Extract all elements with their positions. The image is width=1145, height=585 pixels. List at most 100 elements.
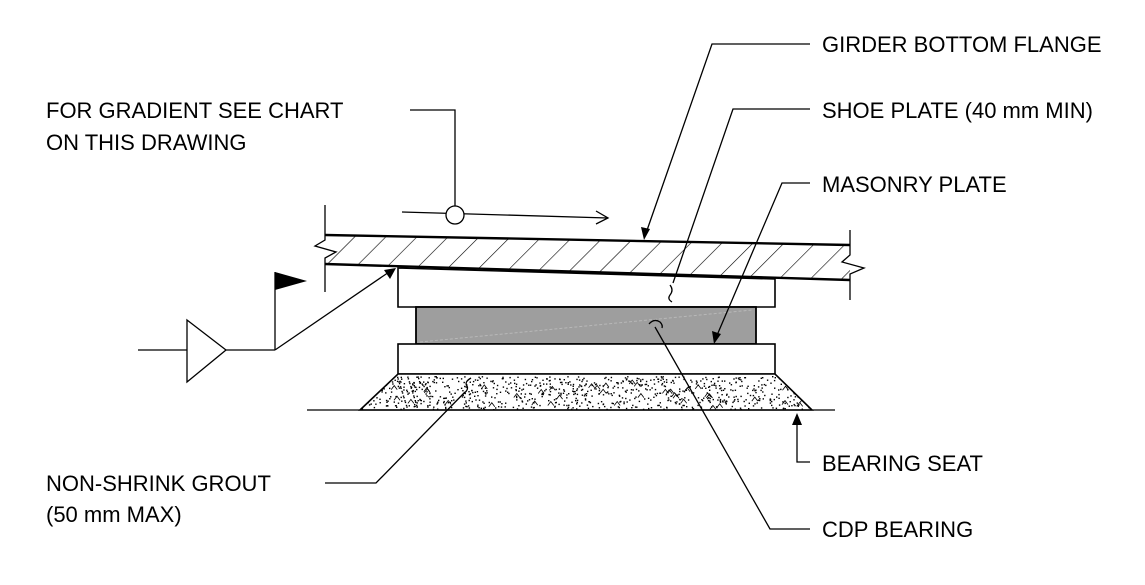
- grout-stipple-dot: [474, 391, 476, 393]
- grout-stipple-dot: [662, 378, 664, 380]
- gradient-circle-symbol: [445, 205, 465, 225]
- grout-stipple-dot: [657, 381, 660, 383]
- leader-shoe-plate: [672, 108, 810, 284]
- grout-stipple-dot: [444, 404, 446, 406]
- grout-stipple-dot: [761, 387, 763, 389]
- grout-stipple-dot: [416, 376, 418, 378]
- grout-stipple-dot: [389, 377, 392, 380]
- grout-stipple-dot: [426, 395, 428, 397]
- grout-stipple-dot: [575, 399, 577, 402]
- grout-stipple-dot: [801, 408, 803, 410]
- grout-stipple-dot: [474, 379, 477, 381]
- grout-stipple-dot: [703, 385, 706, 387]
- grout-stipple-dot: [804, 381, 806, 383]
- grout-stipple-dot: [399, 380, 401, 383]
- grout-stipple-dot: [391, 381, 394, 383]
- grout-stipple-dot: [483, 408, 486, 410]
- grout-stipple-dot: [703, 397, 705, 399]
- grout-stipple-dot: [467, 405, 470, 407]
- grout-stipple-dot: [480, 407, 482, 409]
- grout-stipple-dot: [398, 387, 401, 389]
- grout-stipple-dot: [480, 384, 482, 387]
- grout-stipple-dot: [653, 396, 655, 398]
- grout-stipple-dot: [413, 382, 415, 384]
- grout-stipple-dot: [765, 384, 767, 387]
- grout-stipple-dot: [436, 402, 439, 404]
- grout-stipple-dot: [460, 387, 463, 389]
- grout-stipple-dot: [574, 390, 576, 393]
- grout-stipple-dot: [666, 381, 668, 383]
- grout-stipple-dot: [452, 396, 454, 398]
- grout-stipple-dot: [456, 377, 459, 379]
- grout-stipple-dot: [420, 376, 422, 378]
- grout-stipple-dot: [679, 390, 681, 393]
- grout-stipple-dot: [640, 380, 642, 383]
- grout-stipple-dot: [530, 393, 532, 395]
- grout-stipple-dot: [482, 407, 485, 410]
- grout-stipple-dot: [709, 389, 711, 391]
- grout-stipple-dot: [486, 392, 488, 394]
- grout-stipple-dot: [797, 384, 800, 386]
- grout-stipple-dot: [697, 404, 699, 407]
- grout-stipple-dot: [586, 380, 588, 382]
- grout-stipple-dot: [787, 396, 789, 399]
- grout-stipple-dot: [587, 407, 590, 409]
- grout-stipple-dot: [722, 389, 725, 391]
- grout-stipple-dot: [645, 380, 648, 383]
- grout-stipple-dot: [367, 385, 370, 388]
- grout-stipple-dot: [594, 383, 597, 386]
- grout-stipple-dot: [718, 385, 721, 387]
- grout-stipple-dot: [451, 378, 454, 380]
- grout-stipple-dot: [667, 397, 670, 399]
- grout-stipple-dot: [593, 382, 596, 384]
- grout-stipple-dot: [660, 379, 662, 381]
- grout-stipple-dot: [618, 395, 621, 397]
- grout-stipple-dot: [385, 384, 388, 386]
- grout-stipple-dot: [760, 389, 762, 392]
- grout-stipple-dot: [429, 392, 431, 395]
- grout-stipple-dot: [377, 377, 379, 379]
- grout-stipple-dot: [569, 381, 571, 383]
- grout-stipple-dot: [706, 378, 708, 381]
- grout-stipple-dot: [471, 400, 473, 403]
- grout-stipple-dot: [658, 404, 660, 407]
- grout-stipple-dot: [519, 397, 521, 399]
- grout-stipple-dot: [718, 396, 720, 399]
- grout-stipple-dot: [542, 393, 544, 396]
- grout-stipple-dot: [584, 393, 586, 395]
- grout-stipple-dot: [362, 390, 364, 392]
- grout-stipple-dot: [744, 377, 746, 379]
- grout-stipple-dot: [408, 392, 410, 394]
- grout-stipple-dot: [782, 408, 785, 410]
- grout-stipple-dot: [374, 383, 376, 385]
- grout-stipple-dot: [644, 383, 646, 386]
- grout-stipple-dot: [461, 396, 464, 398]
- grout-stipple-dot: [504, 406, 506, 408]
- leader-masonry-plate: [714, 182, 810, 341]
- grout-stipple-dot: [406, 389, 408, 391]
- grout-stipple-dot: [583, 395, 586, 397]
- grout-stipple-dot: [701, 387, 703, 389]
- grout-stipple-dot: [546, 383, 548, 385]
- grout-stipple-dot: [605, 376, 607, 379]
- grout-stipple-dot: [610, 376, 613, 379]
- grout-stipple-dot: [427, 406, 429, 408]
- grout-stipple-dot: [389, 387, 391, 390]
- grout-stipple-dot: [625, 397, 627, 400]
- grout-stipple-dot: [468, 407, 471, 409]
- grout-stipple-dot: [775, 407, 778, 409]
- grout-stipple-dot: [558, 403, 560, 406]
- grout-aggregate-mark: [637, 392, 645, 398]
- grout-stipple-dot: [678, 393, 680, 396]
- grout-aggregate-mark: [602, 382, 610, 388]
- grout-stipple-dot: [505, 402, 507, 404]
- grout-stipple-dot: [414, 390, 416, 393]
- shoe-plate: [397, 267, 776, 308]
- grout-stipple-dot: [477, 405, 479, 408]
- grout-stipple-dot: [579, 405, 581, 407]
- grout-aggregate-mark: [667, 388, 675, 394]
- grout-aggregate-mark: [480, 384, 488, 390]
- grout-stipple-dot: [747, 385, 749, 387]
- grout-stipple-dot: [423, 381, 425, 383]
- grout-stipple-dot: [622, 380, 624, 382]
